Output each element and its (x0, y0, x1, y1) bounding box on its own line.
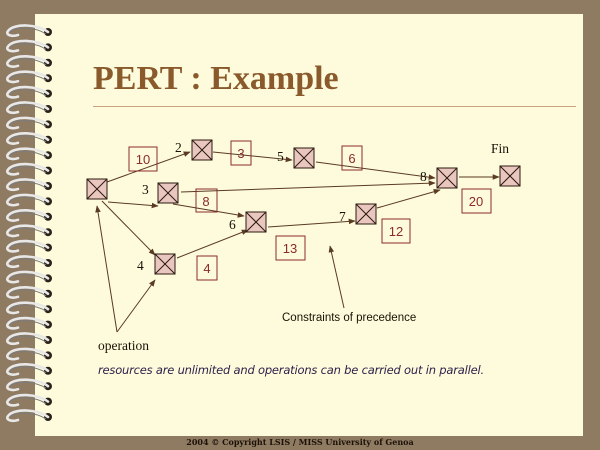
duration-20: 20 (469, 194, 483, 209)
slide-title: PERT : Example (93, 60, 339, 97)
binding-ring (6, 132, 52, 145)
binding-ring (6, 162, 52, 176)
edge-n2-n5 (212, 151, 293, 163)
duration-3: 3 (237, 146, 244, 161)
spiral-binding (6, 24, 52, 423)
node-box-n4 (154, 253, 176, 275)
edge-start-n3 (107, 201, 159, 209)
binding-ring (6, 332, 52, 346)
binding-ring (6, 39, 52, 53)
duration-8: 8 (202, 194, 209, 209)
duration-box-8 (195, 188, 218, 213)
duration-12: 12 (389, 224, 403, 239)
binding-ring (6, 316, 52, 330)
node-label-n7: 7 (339, 209, 346, 224)
duration-box-12 (381, 218, 411, 244)
binding-ring (6, 101, 52, 115)
constraints-pointer (328, 245, 345, 309)
binding-ring (6, 409, 52, 423)
constraints-label: Constraints of precedence (282, 312, 416, 324)
binding-ring (6, 239, 52, 253)
duration-box-3 (230, 140, 252, 166)
node-label-n8: 8 (420, 169, 427, 184)
duration-13: 13 (283, 241, 297, 256)
slide-footer: 2004 © Copyright LSIS / MISS University … (186, 437, 414, 447)
edge-n5-n8 (315, 161, 436, 180)
edge-n4-n6 (176, 229, 249, 259)
operation-label: operation (98, 338, 149, 353)
duration-10: 10 (136, 152, 150, 167)
slide-note: resources are unlimited and operations c… (98, 363, 484, 377)
binding-ring (6, 270, 52, 284)
binding-ring (6, 301, 52, 315)
binding-ring (6, 255, 52, 269)
node-label-n4: 4 (137, 258, 144, 273)
node-box-n8 (436, 167, 458, 189)
binding-ring (6, 178, 52, 192)
slide-page (35, 14, 583, 436)
binding-ring (6, 363, 52, 376)
node-box-n5 (293, 147, 315, 169)
binding-ring (6, 193, 52, 207)
binding-ring (6, 224, 52, 238)
binding-ring (6, 378, 52, 392)
node-box-n7 (355, 203, 377, 225)
binding-ring (6, 347, 52, 361)
node-label-fin: Fin (491, 141, 509, 156)
edge-start-n2 (106, 151, 191, 183)
binding-ring (6, 55, 52, 68)
binding-ring (6, 393, 52, 407)
duration-box-6 (341, 145, 363, 171)
node-box-n6 (245, 211, 267, 233)
node-label-n5: 5 (277, 149, 284, 164)
edge-n7-n8 (376, 189, 441, 209)
duration-box-13 (275, 235, 306, 261)
binding-ring (6, 116, 52, 130)
duration-4: 4 (203, 261, 210, 276)
title-divider (93, 106, 576, 107)
edge-n3-n8 (180, 180, 436, 193)
binding-ring (6, 209, 52, 222)
node-box-n3 (157, 182, 179, 204)
duration-6: 6 (348, 151, 355, 166)
node-label-n2: 2 (175, 140, 182, 155)
binding-ring (6, 85, 52, 99)
binding-ring (6, 70, 52, 84)
duration-box-4 (196, 255, 218, 281)
node-box-fin (499, 165, 521, 187)
node-label-n6: 6 (229, 217, 236, 232)
duration-box-20 (461, 188, 492, 214)
node-box-n2 (191, 139, 213, 161)
duration-box-10 (128, 146, 158, 172)
binding-ring (6, 147, 52, 161)
binding-ring (6, 24, 52, 38)
operation-pointer-n4 (116, 279, 156, 333)
edge-start-n4 (101, 200, 156, 256)
node-label-n3: 3 (142, 182, 149, 197)
edge-n3-n6 (172, 203, 245, 218)
node-box-start (86, 178, 108, 200)
operation-pointer-start (95, 205, 118, 333)
edge-n6-n7 (267, 218, 356, 228)
binding-ring (6, 286, 52, 299)
